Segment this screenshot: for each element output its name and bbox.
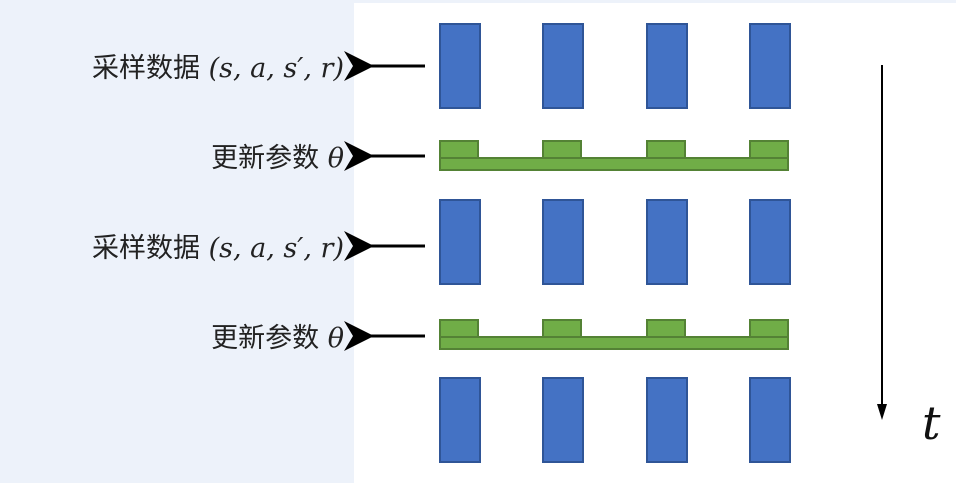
row-label-3: 采样数据 (s, a, s′, r) [92, 226, 344, 265]
sample-bar [542, 23, 584, 109]
sample-bar [646, 199, 688, 285]
sample-bar [439, 199, 481, 285]
sample-bar [646, 23, 688, 109]
sample-bar [439, 377, 481, 463]
update-tab [646, 319, 686, 338]
row-label-math: θ [327, 323, 344, 354]
row-label-math: (s, a, s′, r) [208, 53, 344, 84]
update-bar [439, 336, 789, 350]
update-tab [646, 140, 686, 159]
sample-bar [439, 23, 481, 109]
update-tab [439, 140, 479, 159]
row-label-text: 采样数据 [91, 233, 200, 264]
update-tab [542, 319, 582, 338]
sample-bar [646, 377, 688, 463]
time-arrow-head [877, 404, 887, 420]
update-tab [749, 319, 789, 338]
sample-bar [749, 199, 791, 285]
row-label-2: 更新参数 θ [211, 136, 344, 175]
row-label-4: 更新参数 θ [211, 316, 344, 355]
row-label-text: 更新参数 [211, 143, 320, 174]
row-label-math: (s, a, s′, r) [208, 233, 344, 264]
row-label-text: 采样数据 [91, 53, 200, 84]
sample-bar [542, 377, 584, 463]
sample-bar [749, 377, 791, 463]
sample-bar [749, 23, 791, 109]
time-axis-label: t [922, 396, 941, 450]
update-tab [749, 140, 789, 159]
sample-bar [542, 199, 584, 285]
update-tab [542, 140, 582, 159]
update-bar [439, 157, 789, 171]
row-label-text: 更新参数 [211, 323, 320, 354]
row-label-math: θ [327, 143, 344, 174]
update-tab [439, 319, 479, 338]
row-label-1: 采样数据 (s, a, s′, r) [92, 46, 344, 85]
